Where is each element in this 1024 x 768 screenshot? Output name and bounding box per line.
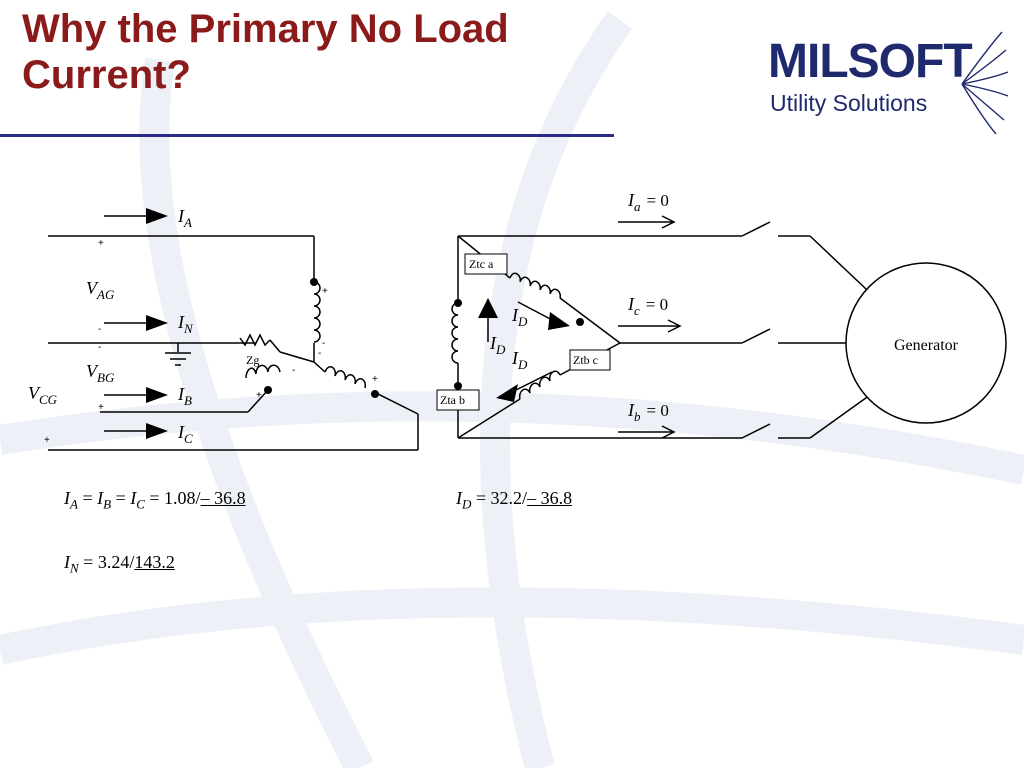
milsoft-logo: MILSOFT Utility Solutions [768,28,1008,138]
logo-wordmark: MILSOFT [768,35,973,88]
slide-title: Why the Primary No Load Current? [22,7,509,97]
polarity-minus-3: - [48,338,51,349]
ztab-box [436,389,480,411]
line-b-link [247,389,269,413]
line-c-link [375,392,419,415]
coil-delta-ab [451,302,459,364]
arrow-id-3 [511,371,553,393]
coil-delta-bc [518,370,561,400]
label-IB: IB [177,384,192,408]
dot-b [264,386,272,394]
polarity-plus-coil-b: + [256,390,262,401]
coil-delta-ca [509,272,562,299]
coil-phase-b [245,364,281,379]
polarity-minus-coil-a: - [322,338,325,349]
label-ID-3: ID [511,348,528,372]
polarity-plus-coil-c: + [372,374,378,385]
arrowhead-id-1 [478,298,498,318]
label-Ib: Ib= 0 [627,400,669,424]
arrowhead-IA [146,208,168,224]
label-VAG: VAG [86,278,115,302]
dot-a [310,278,318,286]
polarity-plus-b: + [98,402,104,413]
label-Ic: Ic= 0 [627,294,668,318]
ztbc-label: Ztb c [573,353,598,367]
dot-delta-ca [576,318,584,326]
ztab-label: Zta b [440,393,465,407]
logo-tagline: Utility Solutions [770,90,928,116]
logo-swirl-icon [961,31,1008,135]
zg-label: Zg [246,353,259,367]
arrowhead-id-2 [548,312,570,330]
zg-resistor [239,333,271,347]
arrowhead-id-3 [496,384,518,402]
ztca-box [464,253,508,275]
label-Ia: Ia= 0 [627,190,669,214]
label-IC: IC [177,422,193,446]
arrowhead-IC [146,423,168,439]
polarity-minus-coil-b: - [292,365,295,376]
arrowhead-IB [146,387,168,403]
generator-label: Generator [894,337,959,354]
polarity-plus-coil-a: + [322,286,328,297]
ztbc-box [569,349,611,371]
label-VCG: VCG [28,383,58,407]
generator-circle [845,262,1007,424]
label-IA: IA [177,206,192,230]
dot-delta-ab [454,299,462,307]
label-ID-1: ID [511,305,528,329]
polarity-plus-a: + [98,238,104,249]
polarity-minus-coil-c: - [318,348,321,359]
label-IN: IN [177,312,194,336]
coil-phase-c [324,366,367,389]
label-VBG: VBG [86,361,115,385]
polarity-minus-1: - [98,324,101,335]
label-ID-2: ID [489,333,506,357]
arrowhead-IN [146,315,168,331]
ztca-label: Ztc a [469,257,494,271]
polarity-minus-2: - [98,342,101,353]
equation-id: ID = 32.2/– 36.8 [456,488,573,512]
polarity-plus-c: + [44,435,50,446]
title-underline [0,134,614,137]
equation-iabc: IA = IB = IC = 1.08/– 36.8 [64,488,246,512]
dot-c [371,390,379,398]
equation-in: IN = 3.24/143.2 [64,552,175,576]
coil-phase-a [313,281,321,343]
dot-delta-ab-2 [454,382,462,390]
